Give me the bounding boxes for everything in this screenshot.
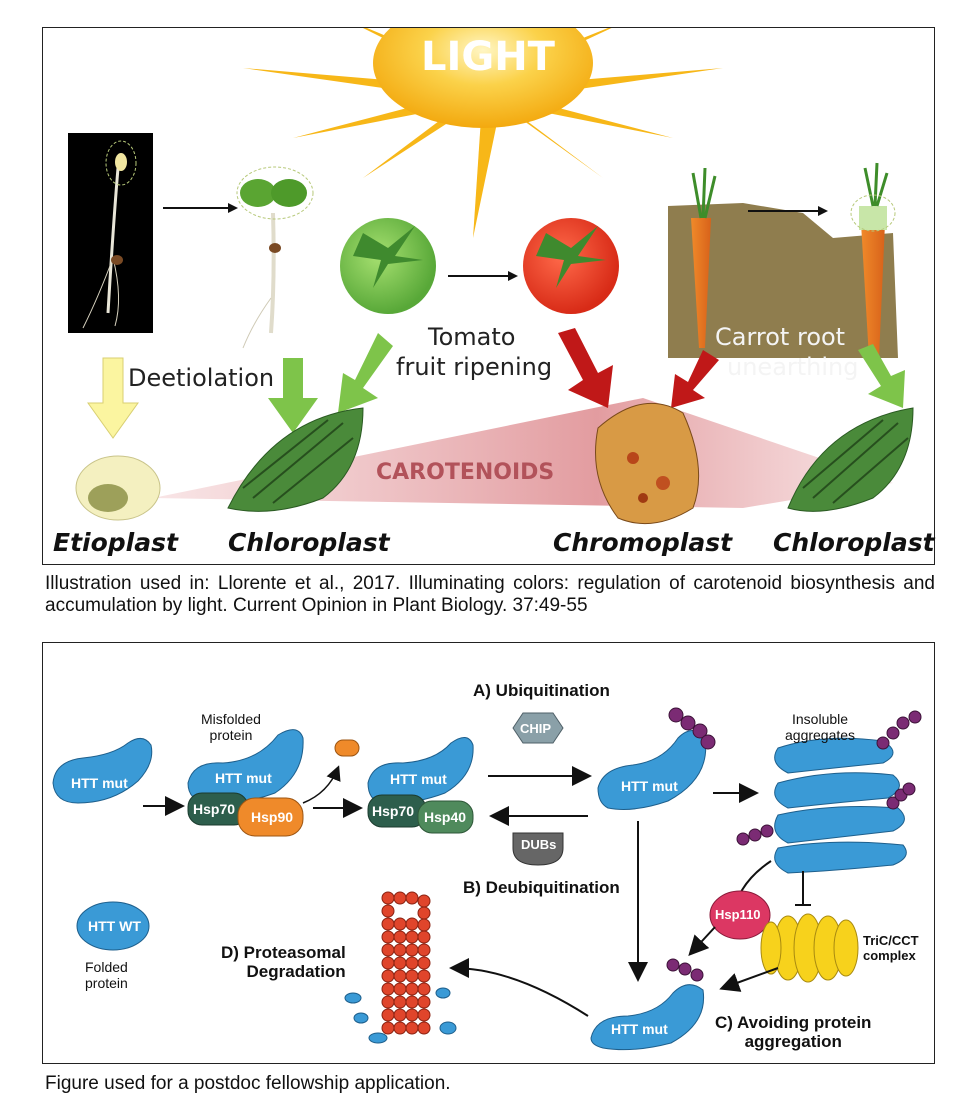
sun-body xyxy=(373,28,593,128)
etioplast-arrow xyxy=(87,357,139,439)
step-d-label: D) Proteasomal Degradation xyxy=(221,943,346,981)
bottom-figure-art xyxy=(52,707,922,1051)
htt-mut-label-4: HTT mut xyxy=(621,778,678,794)
deetiolation-label: Deetiolation xyxy=(128,364,275,392)
carotenoids-label: CAROTENOIDS xyxy=(376,460,555,485)
released-fragment xyxy=(334,739,360,757)
hsp90-label: Hsp90 xyxy=(251,809,294,825)
plastid-label-chloroplast-1: Chloroplast xyxy=(228,528,390,557)
plastid-label-etioplast: Etioplast xyxy=(53,528,178,557)
plastid-label-chloroplast-2: Chloroplast xyxy=(773,528,935,557)
etiolated-seedling-photo xyxy=(68,133,153,333)
ubiquitin-chain-2 xyxy=(666,958,704,982)
hsp40-label: Hsp40 xyxy=(424,809,467,825)
htt-mut-label-3: HTT mut xyxy=(390,771,447,787)
carrot-green-arrow xyxy=(858,344,905,408)
step-a-label: A) Ubiquitination xyxy=(473,681,610,700)
carrot-label-2: unearthing xyxy=(727,353,859,381)
dubs-disc xyxy=(512,832,564,866)
step-b-label: B) Deubiquitination xyxy=(463,878,620,897)
insoluble-aggregates xyxy=(736,710,922,874)
carrot-label-1: Carrot root xyxy=(715,323,846,351)
carrot-left xyxy=(691,218,711,348)
dubs-label: DUBs xyxy=(521,837,557,852)
top-figure-panel: LIGHT CAROTENOIDS Deetiolation Tomato fr… xyxy=(42,27,935,565)
chromoplast xyxy=(595,402,700,525)
bottom-figure-panel: HTT mut HTT mut Hsp70 Hsp90 HTT mut Hsp7… xyxy=(42,642,935,1064)
hsp70-label-2: Hsp70 xyxy=(372,803,415,819)
tomato-label-1: Tomato xyxy=(428,323,516,351)
hsp110-label: Hsp110 xyxy=(715,907,761,922)
deetiolation-arrow xyxy=(268,358,318,433)
htt-mut-label-1: HTT mut xyxy=(71,775,128,791)
plastid-label-chromoplast: Chromoplast xyxy=(553,528,733,557)
htt-mut-free xyxy=(52,738,153,804)
bottom-caption: Figure used for a postdoc fellowship app… xyxy=(45,1073,451,1094)
htt-wt xyxy=(76,901,150,951)
tric-label: TriC/CCT complex xyxy=(863,933,919,963)
folded-label: Folded protein xyxy=(85,959,128,991)
chloroplast-2 xyxy=(787,407,914,512)
htt-mut-label-2: HTT mut xyxy=(215,770,272,786)
peptide-fragments xyxy=(344,987,457,1044)
htt-wt-label: HTT WT xyxy=(88,918,141,934)
hsp40 xyxy=(417,800,474,834)
proteasome xyxy=(381,891,431,1035)
light-label: LIGHT xyxy=(421,34,555,80)
chip-hexagon xyxy=(512,712,564,744)
top-figure-art xyxy=(68,28,914,525)
hsp90 xyxy=(237,797,304,837)
soil-box xyxy=(668,203,898,358)
tomato-label-2: fruit ripening xyxy=(396,353,553,381)
hsp110 xyxy=(709,890,771,940)
carrot-right xyxy=(861,223,885,358)
insoluble-label: Insoluble aggregates xyxy=(785,711,856,743)
tric-complex xyxy=(760,913,859,983)
green-tomato xyxy=(340,218,436,314)
htt-mut-label-5: HTT mut xyxy=(611,1021,668,1037)
misfolded-label: Misfolded protein xyxy=(201,711,261,743)
ubiquitin-chain-1 xyxy=(668,707,716,750)
step-c-label: C) Avoiding protein aggregation xyxy=(715,1013,872,1051)
tomato-red-arrow xyxy=(558,328,613,408)
red-tomato xyxy=(523,218,619,314)
carrot-red-arrow xyxy=(671,350,719,408)
top-caption: Illustration used in: Llorente et al., 2… xyxy=(45,573,935,616)
chip-label: CHIP xyxy=(520,721,552,736)
hsp70-label-1: Hsp70 xyxy=(193,801,236,817)
tomato-green-arrow xyxy=(338,333,393,413)
